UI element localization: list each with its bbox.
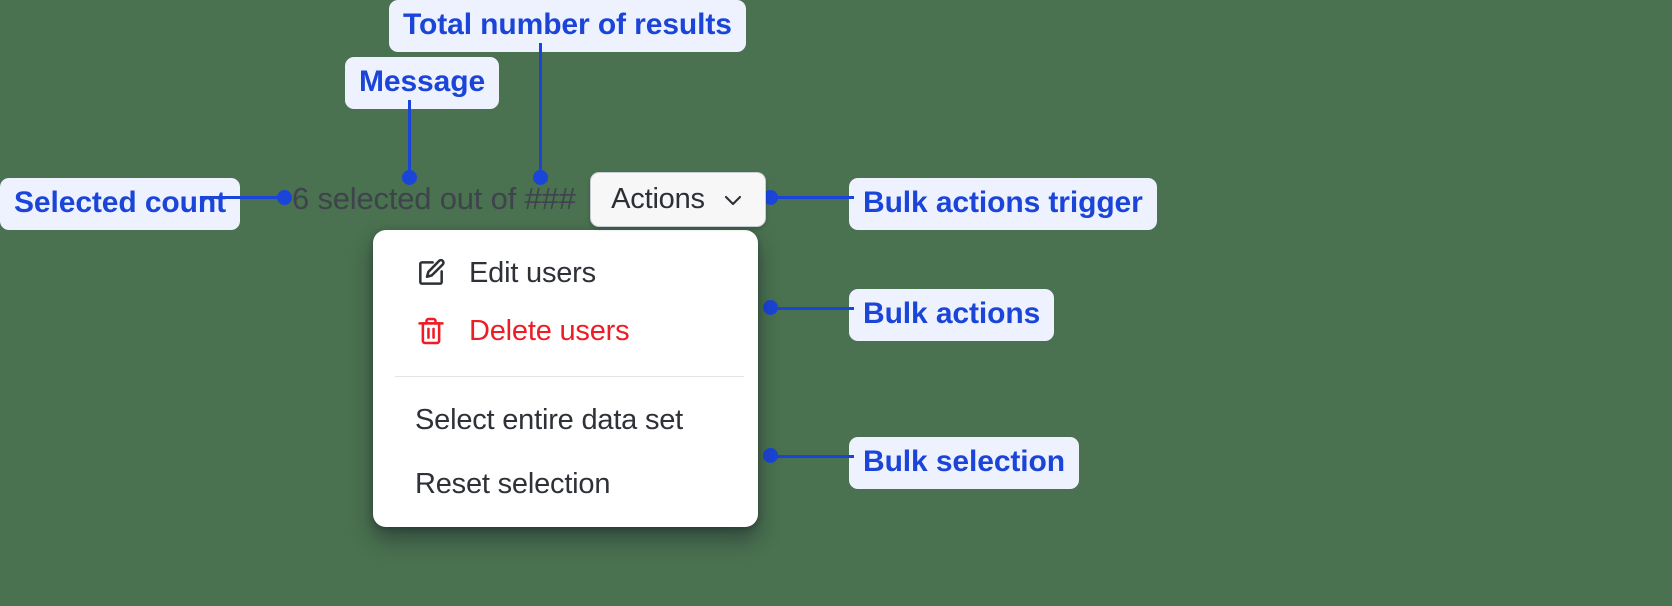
chevron-down-icon [721, 188, 745, 212]
connector-dot-message [402, 170, 417, 185]
connector-dot-bulk-actions [763, 300, 778, 315]
bulk-actions-trigger-label: Actions [611, 183, 705, 215]
connector-line-bulk-actions [770, 307, 854, 310]
connector-dot-selected-count [277, 190, 292, 205]
connector-line-total-results [539, 43, 542, 178]
connector-dot-bulk-selection [763, 448, 778, 463]
connector-dot-total-results [533, 170, 548, 185]
menu-item-label: Delete users [469, 314, 630, 347]
annotation-bulk-actions-trigger: Bulk actions trigger [849, 178, 1157, 230]
bulk-actions-menu: Edit users Delete users Select entire da… [373, 230, 758, 527]
annotation-total-number-of-results: Total number of results [389, 0, 746, 52]
menu-item-reset-selection[interactable]: Reset selection [373, 455, 758, 513]
menu-item-edit-users[interactable]: Edit users [373, 244, 758, 302]
menu-item-delete-users[interactable]: Delete users [373, 302, 758, 360]
menu-item-label: Reset selection [415, 467, 611, 500]
menu-item-label: Edit users [469, 256, 596, 289]
connector-line-bulk-actions-trigger [770, 196, 854, 199]
connector-line-bulk-selection [770, 455, 854, 458]
menu-separator [395, 376, 744, 377]
menu-item-label: Select entire data set [415, 403, 684, 436]
menu-item-select-entire-data-set[interactable]: Select entire data set [373, 391, 758, 449]
annotation-bulk-actions: Bulk actions [849, 289, 1055, 341]
connector-dot-bulk-actions-trigger [763, 190, 778, 205]
annotation-message: Message [345, 57, 500, 109]
connector-line-selected-count [200, 196, 284, 199]
annotation-selected-count: Selected count [0, 178, 240, 230]
edit-pencil-icon [415, 257, 447, 289]
bulk-actions-trigger-button[interactable]: Actions [590, 172, 766, 227]
selection-status-text: 6 selected out of ### [292, 181, 576, 216]
connector-line-message [408, 100, 411, 178]
annotation-bulk-selection: Bulk selection [849, 437, 1079, 489]
trash-icon [415, 315, 447, 347]
